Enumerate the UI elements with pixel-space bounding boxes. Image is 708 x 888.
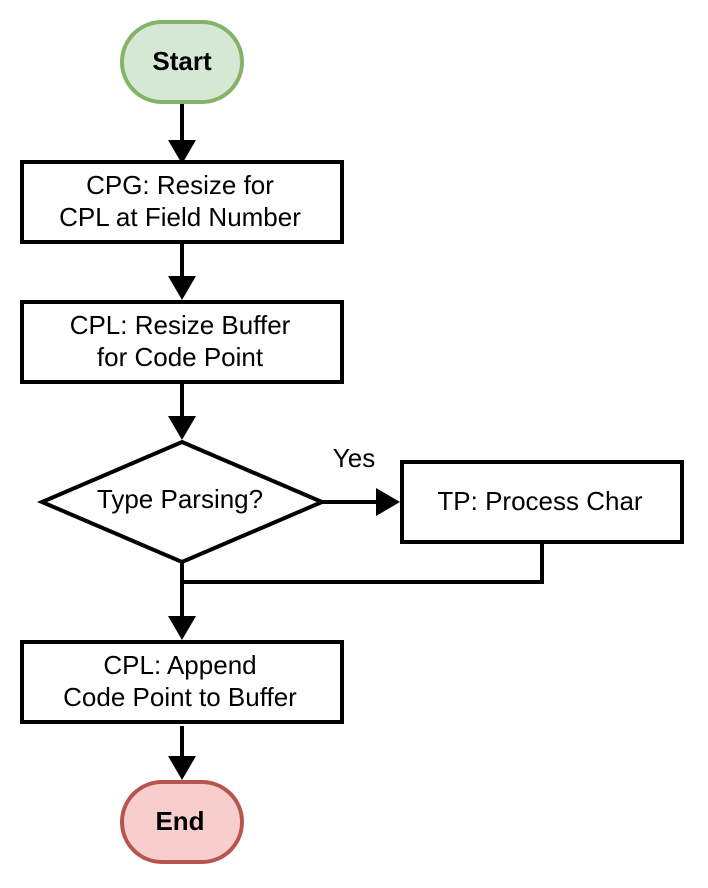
cpl-append-node: CPL: Append Code Point to Buffer: [20, 640, 344, 724]
cpg-resize-node: CPG: Resize for CPL at Field Number: [20, 160, 344, 244]
arrowhead-cpl-append-to-end: [168, 756, 196, 780]
tp-process-label: TP: Process Char: [437, 486, 643, 516]
tp-process-box: [400, 460, 684, 544]
edge-tp-to-merge: [182, 542, 544, 584]
cpl-append-box: [20, 640, 344, 724]
tp-process-node: TP: Process Char: [400, 460, 684, 544]
cpl-resize-box: [20, 300, 344, 384]
end-shape: [120, 780, 244, 864]
decision-node: Type Parsing?: [36, 439, 328, 565]
yes-edge-label: Yes: [333, 443, 375, 473]
arrowhead-cpg-to-cpl-resize: [168, 276, 196, 300]
arrowhead-start-to-cpg: [168, 140, 196, 164]
arrowhead-decision-to-tp: [376, 488, 400, 516]
cpg-resize-label-line2: CPL at Field Number: [59, 202, 301, 232]
start-label: Start: [152, 46, 212, 76]
cpg-resize-box: [20, 160, 344, 244]
end-label: End: [155, 806, 204, 836]
cpl-append-label-line1: CPL: Append: [103, 650, 256, 680]
end-node: End: [120, 780, 244, 864]
cpg-resize-label-line1: CPG: Resize for: [86, 170, 274, 200]
decision-label: Type Parsing?: [97, 484, 263, 514]
cpl-resize-node: CPL: Resize Buffer for Code Point: [20, 300, 344, 384]
cpl-resize-label-line1: CPL: Resize Buffer: [70, 310, 291, 340]
decision-diamond: [36, 439, 328, 565]
start-node: Start: [120, 20, 244, 104]
cpl-append-label-line2: Code Point to Buffer: [63, 682, 297, 712]
start-shape: [120, 20, 244, 104]
arrowhead-decision-to-cpl-append: [168, 616, 196, 640]
arrowhead-cpl-resize-to-decision: [168, 416, 196, 440]
connectors: [168, 102, 544, 780]
cpl-resize-label-line2: for Code Point: [97, 342, 264, 372]
